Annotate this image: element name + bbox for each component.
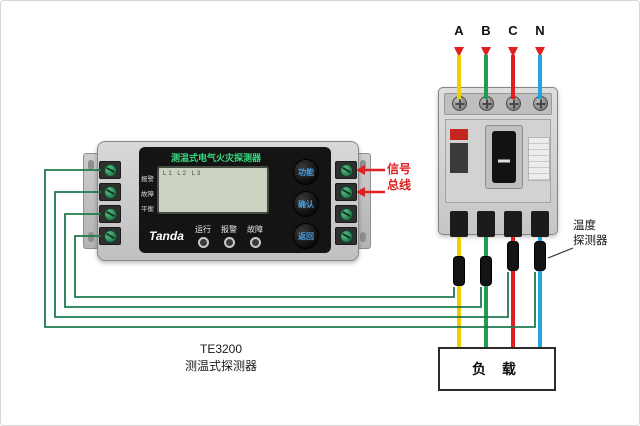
panel-side-label-alarm: 报警 [141,176,154,183]
phase-label-b: B [481,23,491,38]
terminal-screw-icon [103,207,117,221]
breaker-bottom-terminal-a [450,211,468,237]
supply-arrow-n-icon [535,47,545,57]
breaker-bottom-terminal-b [477,211,495,237]
confirm-button[interactable]: 确认 [293,191,319,217]
detector-terminal-right-4 [335,227,357,245]
signal-bus-label-line1: 信号 [387,162,412,176]
brand-logo: Tanda [149,229,184,243]
temperature-sensor-a [453,256,465,286]
run-indicator-led [198,237,209,248]
fault-indicator-led [250,237,261,248]
phase-label-a: A [454,23,464,38]
terminal-screw-icon [103,229,117,243]
status-label-alarm: 报警 [221,225,237,234]
status-label-fault: 故障 [247,225,263,234]
terminal-screw-icon [339,185,353,199]
signal-bus-label: 信号 总线 [387,161,411,193]
detector-terminal-right-1 [335,161,357,179]
breaker-screw-b [479,96,494,111]
supply-arrow-a-icon [454,47,464,57]
breaker-red-label [450,129,468,140]
supply-arrow-c-icon [508,47,518,57]
breaker-top-terminal-strip [444,93,552,115]
terminal-screw-icon [103,163,117,177]
load-box: 负 载 [438,347,556,391]
detector-terminal-right-2 [335,183,357,201]
status-label-run: 运行 [195,225,211,234]
breaker-screw-a [452,96,467,111]
temp-sensor-leader-line [547,247,574,259]
temperature-sensor-b [480,256,492,286]
breaker-spec-sticker [528,137,550,181]
alarm-indicator-led [224,237,235,248]
detector-caption-model: TE3200 [199,342,243,356]
detector-panel-title: 测温式电气火灾探测器 [170,153,261,163]
terminal-screw-icon [339,207,353,221]
function-button[interactable]: 功能 [293,159,319,185]
detector-lcd-screen: L1 L2 L3 [157,166,269,214]
return-button[interactable]: 返回 [293,223,319,249]
detector-terminal-left-1 [99,161,121,179]
terminal-screw-icon [339,163,353,177]
breaker-screw-n [533,96,548,111]
breaker-toggle-switch[interactable] [492,131,516,183]
terminal-screw-icon [103,185,117,199]
temp-sensor-label-line1: 温度 [573,220,596,232]
breaker-screw-c [506,96,521,111]
lcd-header-text: L1 L2 L3 [163,171,203,177]
phase-label-n: N [535,23,545,38]
phase-label-c: C [508,23,518,38]
temperature-sensor-n [534,241,546,271]
temperature-sensor-c [507,241,519,271]
breaker-rating-label [450,143,468,173]
panel-side-label-fault: 故障 [141,191,154,198]
detector-caption-name: 测温式探测器 [184,359,257,373]
panel-side-label-balance: 平衡 [141,206,154,213]
temp-sensor-label: 温度 探测器 [573,219,608,249]
signal-bus-label-line2: 总线 [387,178,412,192]
detector-terminal-left-3 [99,205,121,223]
breaker-bottom-terminal-c [504,211,522,237]
supply-arrow-b-icon [481,47,491,57]
breaker-bottom-terminal-n [531,211,549,237]
detector-terminal-left-4 [99,227,121,245]
detector-caption: TE3200 测温式探测器 [156,341,286,375]
terminal-screw-icon [339,229,353,243]
detector-terminal-right-3 [335,205,357,223]
temp-sensor-label-line2: 探测器 [573,235,608,247]
detector-terminal-left-2 [99,183,121,201]
load-label: 负 载 [472,361,522,377]
